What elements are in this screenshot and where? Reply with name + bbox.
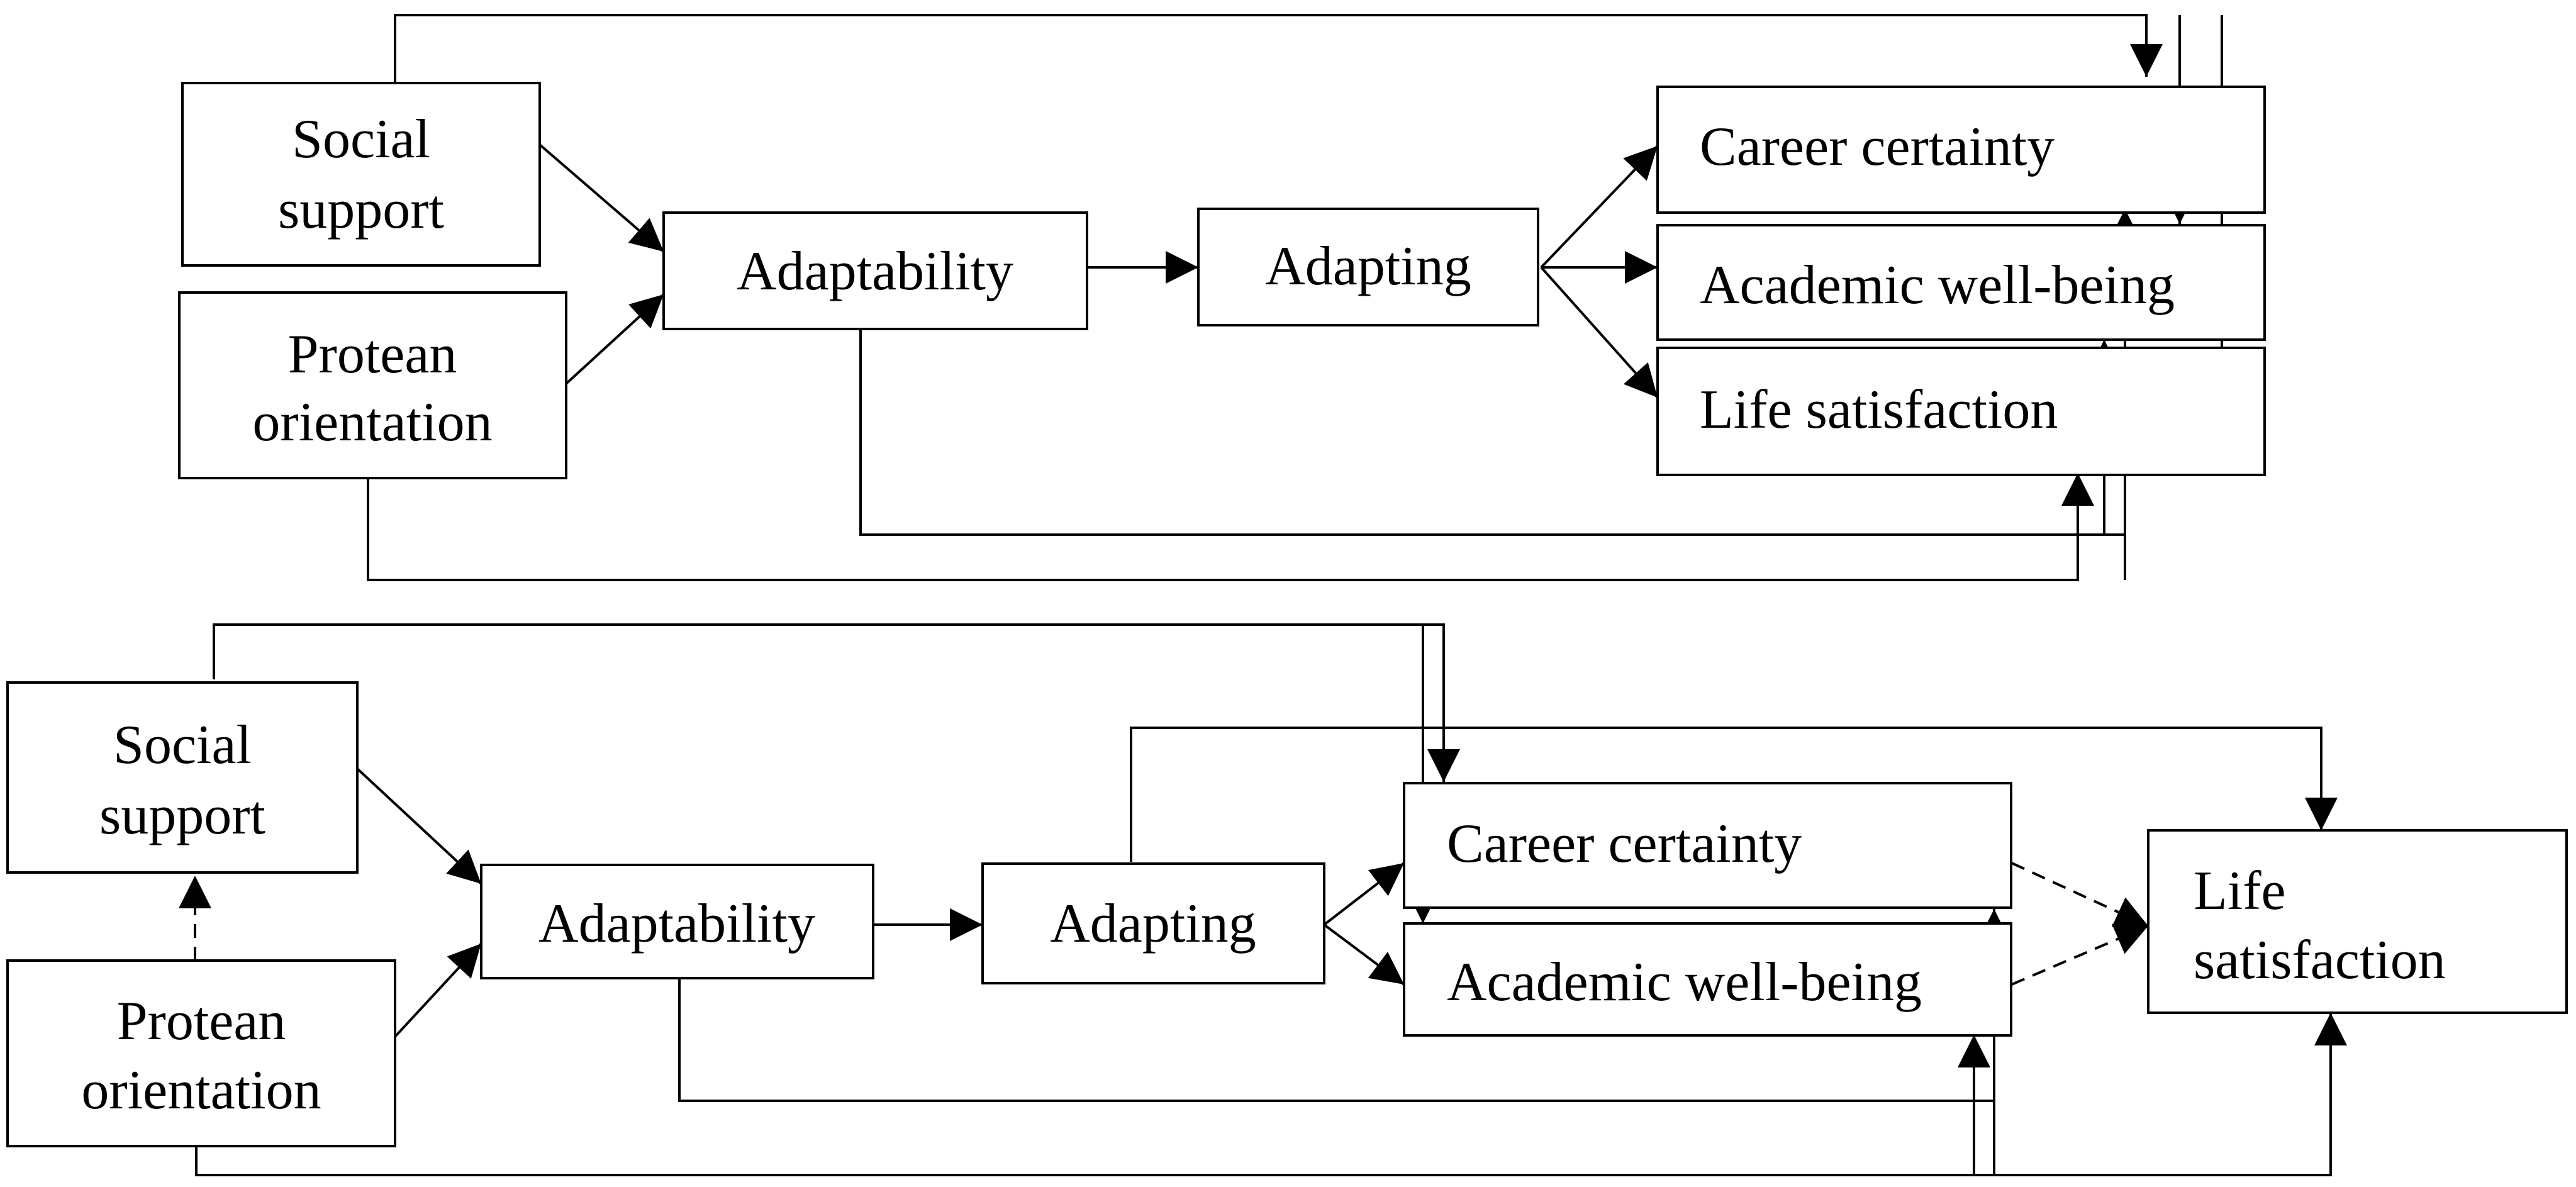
edge-b-social-career	[213, 623, 1460, 782]
node-b-career-certainty: Career certainty	[1403, 782, 2012, 909]
edge-a-protean-adaptability	[565, 293, 665, 385]
label-b-academic-wellbeing: Academic well-being	[1447, 952, 1922, 1013]
edge-a-adapting-career	[1540, 145, 1659, 269]
node-b-life-satisfaction: Life satisfaction	[2147, 829, 2568, 1014]
edge-b-protean-life	[195, 1013, 2347, 1176]
edge-a-social-adaptability	[538, 143, 665, 253]
node-a-academic-wellbeing: Academic well-being	[1656, 224, 2266, 341]
edge-b-adapting-academic	[1323, 923, 1405, 986]
label-a-protean: Protean	[288, 324, 457, 385]
model-a: Social support Protean orientation Adapt…	[178, 14, 2266, 581]
node-a-career-certainty: Career certainty	[1656, 86, 2266, 214]
label-a-adapting: Adapting	[1265, 236, 1471, 297]
edge-a-social-career	[394, 14, 2163, 83]
label-b-satisfaction: satisfaction	[2194, 930, 2446, 991]
label-b-protean: Protean	[117, 991, 286, 1052]
edge-b-adapting-life	[1130, 727, 2338, 862]
label-b-social: Social	[113, 715, 252, 776]
label-b-support: support	[99, 785, 265, 846]
node-a-protean-orientation: Protean orientation	[178, 291, 567, 479]
edge-b-protean-adaptability	[394, 942, 482, 1038]
edge-b-career-life	[2011, 862, 2149, 927]
node-b-social-support: Social support	[6, 681, 359, 874]
label-a-academic-wellbeing: Academic well-being	[1700, 255, 2175, 316]
node-b-adapting: Adapting	[981, 862, 1325, 984]
label-b-adaptability: Adaptability	[538, 893, 815, 954]
label-a-adaptability: Adaptability	[737, 241, 1013, 302]
node-b-academic-wellbeing: Academic well-being	[1403, 922, 2012, 1037]
edge-a-protean-life	[367, 473, 2094, 581]
model-b: Social support Protean orientation Adapt…	[6, 623, 2568, 1176]
node-a-adapting: Adapting	[1197, 208, 1539, 326]
edge-a-adapting-life	[1540, 266, 1659, 399]
label-a-orientation: orientation	[252, 392, 492, 453]
node-a-life-satisfaction: Life satisfaction	[1656, 347, 2266, 476]
label-b-career-certainty: Career certainty	[1447, 813, 1802, 874]
label-a-life-satisfaction: Life satisfaction	[1700, 379, 2058, 440]
node-a-social-support: Social support	[181, 82, 541, 267]
edge-b-academic-life	[2011, 923, 2149, 986]
node-b-adaptability: Adaptability	[480, 864, 874, 979]
node-b-protean-orientation: Protean orientation	[6, 959, 396, 1147]
label-b-adapting: Adapting	[1050, 893, 1256, 954]
label-a-social: Social	[292, 109, 430, 170]
label-b-orientation: orientation	[81, 1060, 321, 1121]
edge-b-social-adaptability	[356, 767, 482, 885]
node-a-adaptability: Adaptability	[662, 211, 1088, 330]
edge-b-adapting-career	[1323, 862, 1405, 926]
label-a-support: support	[278, 179, 444, 240]
label-b-life: Life	[2194, 861, 2286, 922]
label-a-career-certainty: Career certainty	[1700, 116, 2055, 177]
